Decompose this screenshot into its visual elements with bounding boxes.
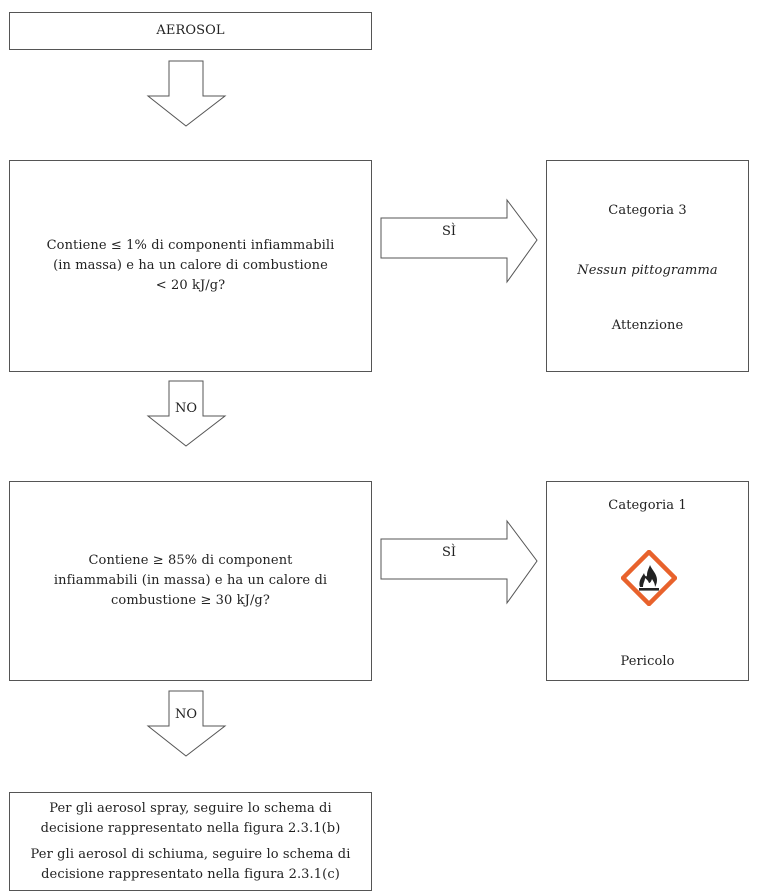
down-arrow-1 [146,60,227,127]
yes-arrow-2 [380,519,538,605]
final-spray-line: Per gli aerosol spray, seguire lo schema… [49,800,332,816]
yes-label-1: SÌ [442,224,457,239]
final-box: Per gli aerosol spray, seguire lo schema… [9,792,372,891]
final-foam-line: decisione rappresentato nella figura 2.3… [41,866,340,882]
question-1-text: Contiene ≤ 1% di componenti infiammabili… [47,236,335,296]
result-2-category: Categoria 1 [608,498,687,513]
question-2-text: Contiene ≥ 85% di component infiammabili… [54,551,327,611]
result-1-box: Categoria 3 Nessun pittogramma Attenzion… [546,160,749,372]
final-spray-text: Per gli aerosol spray, seguire lo schema… [41,799,341,839]
question-2-line: Contiene ≥ 85% di component [88,553,293,568]
question-1-box: Contiene ≤ 1% di componenti infiammabili… [9,160,372,372]
start-box: AEROSOL [9,12,372,50]
no-arrow-2 [146,690,227,757]
no-label-1: NO [175,401,198,416]
result-1-category: Categoria 3 [608,203,687,218]
start-label: AEROSOL [156,23,225,38]
yes-arrow-1 [380,198,538,284]
result-1-signal-word: Attenzione [611,318,684,333]
final-foam-text: Per gli aerosol di schiuma, seguire lo s… [31,845,351,885]
result-1-pictogram-text: Nessun pittogramma [577,263,718,278]
result-2-box: Categoria 1 Pericolo [546,481,749,681]
question-1-line: (in massa) e ha un calore di combustione [53,258,328,273]
question-2-box: Contiene ≥ 85% di component infiammabili… [9,481,372,681]
question-1-line: < 20 kJ/g? [155,278,226,293]
question-2-line: infiammabili (in massa) e ha un calore d… [53,573,328,588]
question-1-line: Contiene ≤ 1% di componenti infiammabili [46,238,335,253]
final-foam-line: Per gli aerosol di schiuma, seguire lo s… [30,846,351,862]
ghs-flame-icon [621,550,677,606]
question-2-line: combustione ≥ 30 kJ/g? [111,593,270,608]
no-arrow-1 [146,380,227,447]
result-2-signal-word: Pericolo [620,654,675,669]
final-spray-line: decisione rappresentato nella figura 2.3… [40,820,341,836]
yes-label-2: SÌ [442,545,457,560]
no-label-2: NO [175,707,198,722]
